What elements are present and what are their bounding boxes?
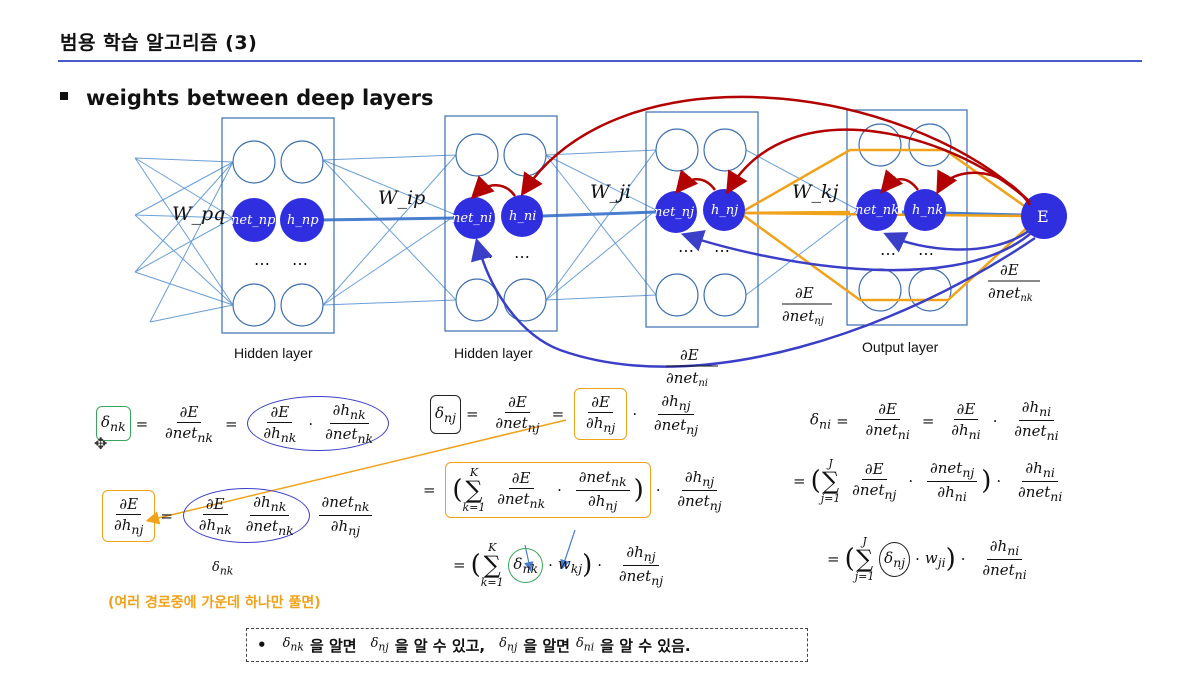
- filled-nodes: [232, 189, 1067, 242]
- node-label: h_nk: [912, 203, 943, 218]
- move-cursor-icon: ✥: [94, 434, 108, 453]
- sym-delta-nk: δnk: [282, 636, 304, 654]
- ellipsis: …: [918, 240, 934, 259]
- node-label: net_np: [231, 213, 276, 228]
- weight-label: W_pq: [172, 203, 225, 225]
- node-label: h_np: [287, 213, 319, 228]
- svg-text:∂E: ∂E: [680, 346, 699, 364]
- eq-delta-ni-weights: =(J∑j=1 δnj·wji)· ∂hni∂netni: [827, 535, 1027, 583]
- eq-delta-ni: δni= ∂E∂netni= ∂E∂hni· ∂hni∂netni: [810, 398, 1059, 443]
- node-label: h_ni: [509, 209, 536, 224]
- node-label: net_nj: [654, 205, 694, 220]
- eq-delta-nk: δnk= ∂E∂netnk= ∂E∂hnk·∂hnk∂netnk: [96, 396, 390, 451]
- input-connections: [134, 149, 859, 323]
- delta-nk-label: δnk: [212, 560, 234, 578]
- weight-label: W_ip: [378, 187, 425, 209]
- hidden-layer-3-box: [645, 111, 759, 328]
- svg-text:∂E: ∂E: [795, 284, 814, 302]
- hidden-layer-1-box: [221, 117, 335, 334]
- ellipsis: …: [678, 237, 694, 256]
- ellipsis: …: [254, 250, 270, 269]
- eq-dE-dhnj: ∂E∂hnj= ∂E∂hnk∂hnk∂netnk ∂netnk∂hnj: [102, 488, 376, 543]
- weight-label: W_ji: [590, 181, 631, 203]
- summary-note: • δnk 을 알면 δnj 을 알 수 있고, δnj 을 알면 δni 을 …: [246, 628, 808, 662]
- red-backprop-arrows: [470, 95, 1032, 206]
- layer-label: Hidden layer: [454, 345, 533, 361]
- hollow-nodes: [232, 123, 952, 327]
- eq-delta-nj-sum: = (K∑k=1 ∂E∂netnk· ∂netnk∂hnj)· ∂hnj∂net…: [418, 462, 729, 518]
- sym-delta-ni: δni: [575, 636, 595, 654]
- layer-label: Output layer: [862, 339, 939, 355]
- note-part-4: 을 알 수 있음.: [600, 636, 691, 655]
- eq-delta-nj-weights: =(K∑k=1 δnk·wkj)· ∂hnj∂netnj: [453, 541, 664, 589]
- slide-title: 범용 학습 알고리즘 (3): [60, 32, 258, 54]
- svg-text:∂netni: ∂netni: [666, 369, 708, 389]
- node-label: h_nj: [711, 203, 738, 218]
- eq-delta-nj: δnj= ∂E∂netnj= ∂E∂hnj· ∂hnj∂netnj: [430, 388, 705, 440]
- note-part-2: 을 알 수 있고,: [394, 636, 486, 655]
- svg-text:∂netnj: ∂netnj: [782, 307, 824, 327]
- note-part-3: 을 알면: [523, 636, 570, 655]
- node-label: net_nk: [855, 203, 899, 218]
- error-node: [1021, 193, 1067, 239]
- orange-note: (여러 경로중에 가운데 하나만 풀면): [108, 595, 321, 611]
- grad-num: ∂E: [1000, 261, 1019, 279]
- node-label: net_ni: [452, 211, 492, 226]
- bullet-text: weights between deep layers: [86, 86, 434, 110]
- blue-backprop-arrows: [471, 228, 1036, 368]
- bullet-heading: weights between deep layers: [60, 86, 434, 110]
- grad-den: ∂netnk: [988, 284, 1033, 304]
- hidden-layer-2-box: [444, 115, 558, 332]
- ellipsis: …: [292, 250, 308, 269]
- title-rule: [58, 60, 1142, 62]
- bullet-dot: •: [257, 636, 267, 654]
- note-part-1: 을 알면: [309, 636, 357, 655]
- sym-delta-nj-2: δnj: [499, 636, 518, 654]
- layer-label: Hidden layer: [234, 345, 313, 361]
- ellipsis: …: [880, 240, 896, 259]
- layer-boxes: [221, 109, 968, 334]
- node-label: E: [1037, 207, 1049, 226]
- sym-delta-nj: δnj: [370, 636, 389, 654]
- weight-label: W_kj: [792, 181, 839, 203]
- eq-delta-ni-sum: =(J∑j=1 ∂E∂netnj· ∂netnj∂hni)· ∂hni∂netn…: [793, 457, 1063, 505]
- output-layer-box: [846, 109, 968, 326]
- bullet-square-icon: [60, 92, 68, 100]
- ellipsis: …: [514, 243, 530, 262]
